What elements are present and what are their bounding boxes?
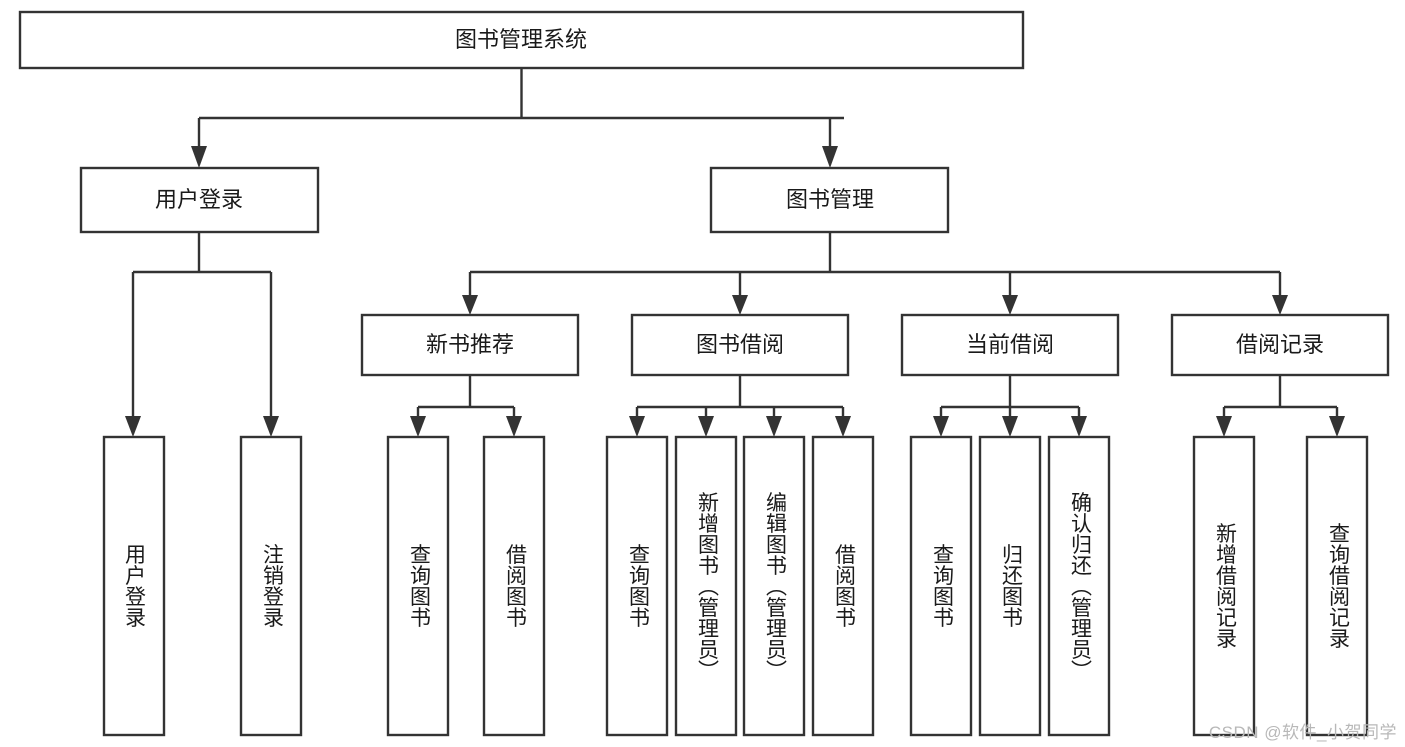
node-leaf-confirm-return[interactable]: 确认归还（管理员）: [1047, 435, 1111, 737]
arrow-head-borrow-record: [1272, 295, 1288, 315]
node-leaf-borrow-book-2[interactable]: 借阅图书: [811, 435, 875, 737]
node-borrow-record[interactable]: 借阅记录: [1170, 313, 1390, 377]
arrow-head-leaf-borrow-book-2: [835, 416, 851, 437]
arrow-head-leaf-query-book-1: [410, 416, 426, 437]
node-leaf-query-record-label: 查询借阅记录: [1326, 523, 1350, 649]
node-leaf-query-book-1[interactable]: 查询图书: [386, 435, 450, 737]
arrow-head-leaf-logout: [263, 416, 279, 437]
node-book-borrow[interactable]: 图书借阅: [630, 313, 850, 377]
node-leaf-user-login-label: 用户登录: [122, 544, 146, 628]
node-leaf-add-book[interactable]: 新增图书（管理员）: [674, 435, 738, 737]
arrow-head-book-borrow: [732, 295, 748, 315]
node-leaf-edit-book[interactable]: 编辑图书（管理员）: [742, 435, 806, 737]
node-user-login[interactable]: 用户登录: [79, 166, 320, 234]
node-leaf-add-record-label: 新增借阅记录: [1213, 523, 1237, 649]
node-leaf-return-book-label: 归还图书: [999, 544, 1023, 628]
node-leaf-query-record[interactable]: 查询借阅记录: [1305, 435, 1369, 737]
node-leaf-logout-box[interactable]: [239, 435, 303, 737]
node-root-label: 图书管理系统: [455, 27, 587, 52]
arrow-head-leaf-add-record: [1216, 416, 1232, 437]
arrow-head-leaf-borrow-book-1: [506, 416, 522, 437]
node-root[interactable]: 图书管理系统: [18, 10, 1025, 70]
node-leaf-confirm-return-label: 确认归还（管理员）: [1068, 492, 1092, 681]
node-user-login-box[interactable]: [79, 166, 320, 234]
node-leaf-user-login[interactable]: 用户登录: [102, 435, 166, 737]
node-leaf-query-book-2-box[interactable]: [605, 435, 669, 737]
node-book-manage-box[interactable]: [709, 166, 950, 234]
node-new-book-rec[interactable]: 新书推荐: [360, 313, 580, 377]
node-new-book-rec-box[interactable]: [360, 313, 580, 377]
node-leaf-edit-book-box[interactable]: [742, 435, 806, 737]
node-leaf-add-book-box[interactable]: [674, 435, 738, 737]
node-borrow-record-box[interactable]: [1170, 313, 1390, 377]
arrow-head-leaf-query-book-3: [933, 416, 949, 437]
arrow-head-leaf-add-book: [698, 416, 714, 437]
node-leaf-edit-book-label: 编辑图书（管理员）: [763, 492, 787, 681]
node-leaf-user-login-box[interactable]: [102, 435, 166, 737]
node-leaf-query-record-box[interactable]: [1305, 435, 1369, 737]
arrow-head-book-manage: [822, 146, 838, 168]
arrow-head-leaf-query-book-2: [629, 416, 645, 437]
node-leaf-add-record-box[interactable]: [1192, 435, 1256, 737]
node-book-manage-label: 图书管理: [786, 187, 874, 212]
node-leaf-borrow-book-2-box[interactable]: [811, 435, 875, 737]
arrow-head-leaf-return-book: [1002, 416, 1018, 437]
arrow-head-current-borrow: [1002, 295, 1018, 315]
node-current-borrow-label: 当前借阅: [966, 332, 1054, 357]
node-leaf-add-record[interactable]: 新增借阅记录: [1192, 435, 1256, 737]
arrow-head-new-book-rec: [462, 295, 478, 315]
node-user-login-label: 用户登录: [155, 187, 243, 212]
node-leaf-query-book-3-label: 查询图书: [930, 544, 954, 628]
arrow-head-user-login: [191, 146, 207, 168]
node-leaf-add-book-label: 新增图书（管理员）: [695, 492, 719, 681]
node-leaf-query-book-2[interactable]: 查询图书: [605, 435, 669, 737]
arrow-head-leaf-confirm-return: [1071, 416, 1087, 437]
node-leaf-borrow-book-1-label: 借阅图书: [503, 544, 527, 628]
arrow-head-leaf-edit-book: [766, 416, 782, 437]
node-borrow-record-label: 借阅记录: [1236, 332, 1324, 357]
node-leaf-query-book-1-label: 查询图书: [407, 544, 431, 628]
node-leaf-borrow-book-1[interactable]: 借阅图书: [482, 435, 546, 737]
node-book-borrow-box[interactable]: [630, 313, 850, 377]
connectors-layer: [125, 68, 1345, 437]
node-leaf-query-book-1-box[interactable]: [386, 435, 450, 737]
node-leaf-logout[interactable]: 注销登录: [239, 435, 303, 737]
node-leaf-borrow-book-1-box[interactable]: [482, 435, 546, 737]
node-leaf-query-book-3-box[interactable]: [909, 435, 973, 737]
node-leaf-confirm-return-box[interactable]: [1047, 435, 1111, 737]
node-root-box[interactable]: [18, 10, 1025, 70]
node-leaf-query-book-2-label: 查询图书: [626, 544, 650, 628]
node-leaf-logout-label: 注销登录: [260, 544, 284, 628]
node-new-book-rec-label: 新书推荐: [426, 332, 514, 357]
node-leaf-return-book-box[interactable]: [978, 435, 1042, 737]
node-leaf-query-book-3[interactable]: 查询图书: [909, 435, 973, 737]
arrow-head-leaf-query-record: [1329, 416, 1345, 437]
node-leaf-borrow-book-2-label: 借阅图书: [832, 544, 856, 628]
arrow-head-leaf-user-login: [125, 416, 141, 437]
node-book-borrow-label: 图书借阅: [696, 332, 784, 357]
node-book-manage[interactable]: 图书管理: [709, 166, 950, 234]
node-current-borrow-box[interactable]: [900, 313, 1120, 377]
node-current-borrow[interactable]: 当前借阅: [900, 313, 1120, 377]
node-leaf-return-book[interactable]: 归还图书: [978, 435, 1042, 737]
